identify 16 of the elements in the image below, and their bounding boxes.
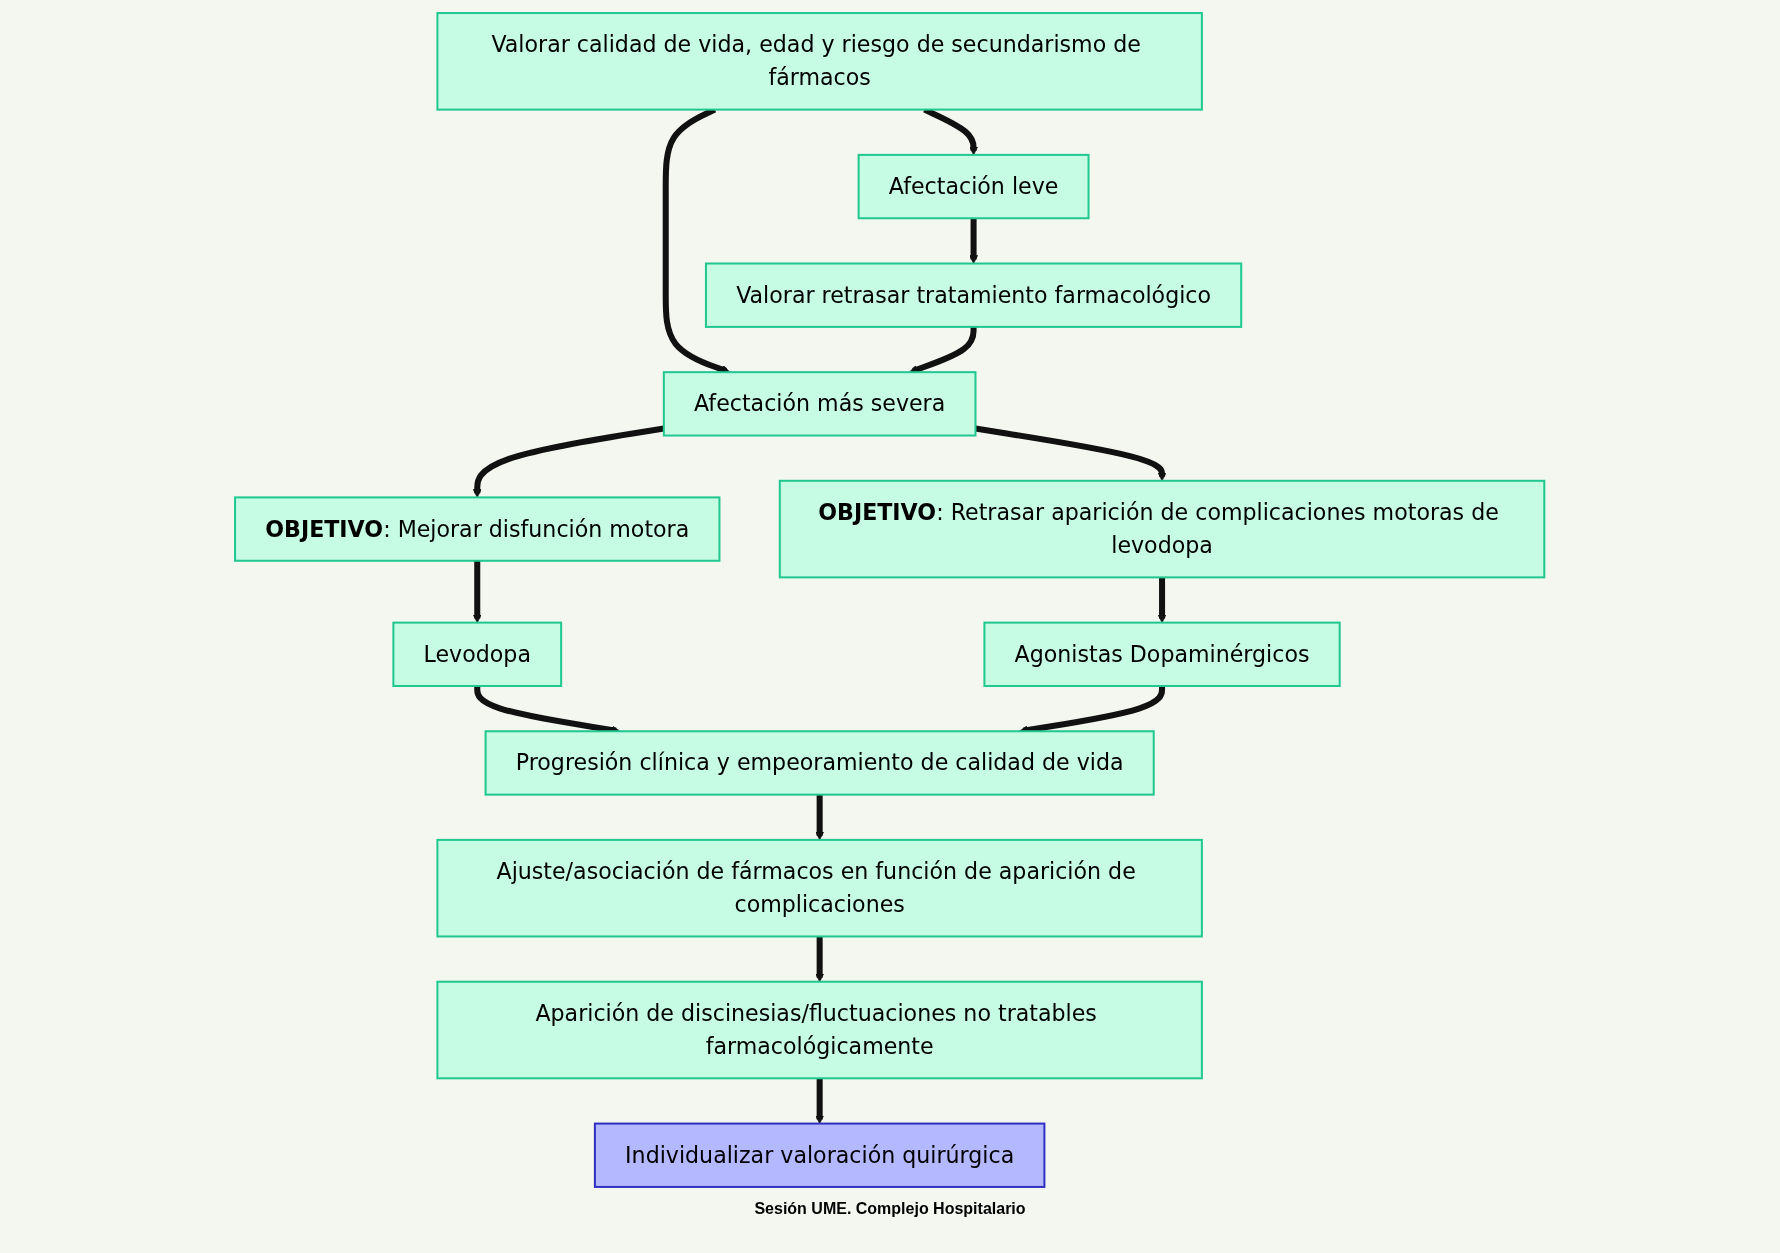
node-box: OBJETIVO: Mejorar disfunción motora [234, 496, 721, 562]
node-box: Progresión clínica y empeoramiento de calidad de vida [484, 730, 1156, 796]
footer-note: Sesión UME. Complejo Hospitalario [753, 1200, 1027, 1218]
arrow [815, 1078, 825, 1124]
arrow [969, 218, 979, 264]
node-box: OBJETIVO: Retrasar aparición de complicaciones motoras de levodopa [779, 479, 1546, 579]
node-box: Agonistas Dopaminérgicos [983, 621, 1342, 687]
node-box: Individualizar valoración quirúrgica [594, 1122, 1046, 1188]
node-box: Levodopa [392, 621, 563, 687]
node-box: Aparición de discinesias/fluctuaciones no tratables farmacológicamente [436, 980, 1204, 1080]
node-box: Ajuste/asociación de fármacos en función de aparición de complicaciones [436, 838, 1204, 938]
node-box: Afectación más severa [663, 371, 977, 437]
arrow [473, 425, 665, 498]
node-box: Valorar retrasar tratamiento farmacológico [705, 262, 1243, 328]
node-box: Afectación leve [857, 153, 1090, 220]
node-box: Valorar calidad de vida, edad y riesgo de secundarismo de fármacos [436, 12, 1204, 111]
